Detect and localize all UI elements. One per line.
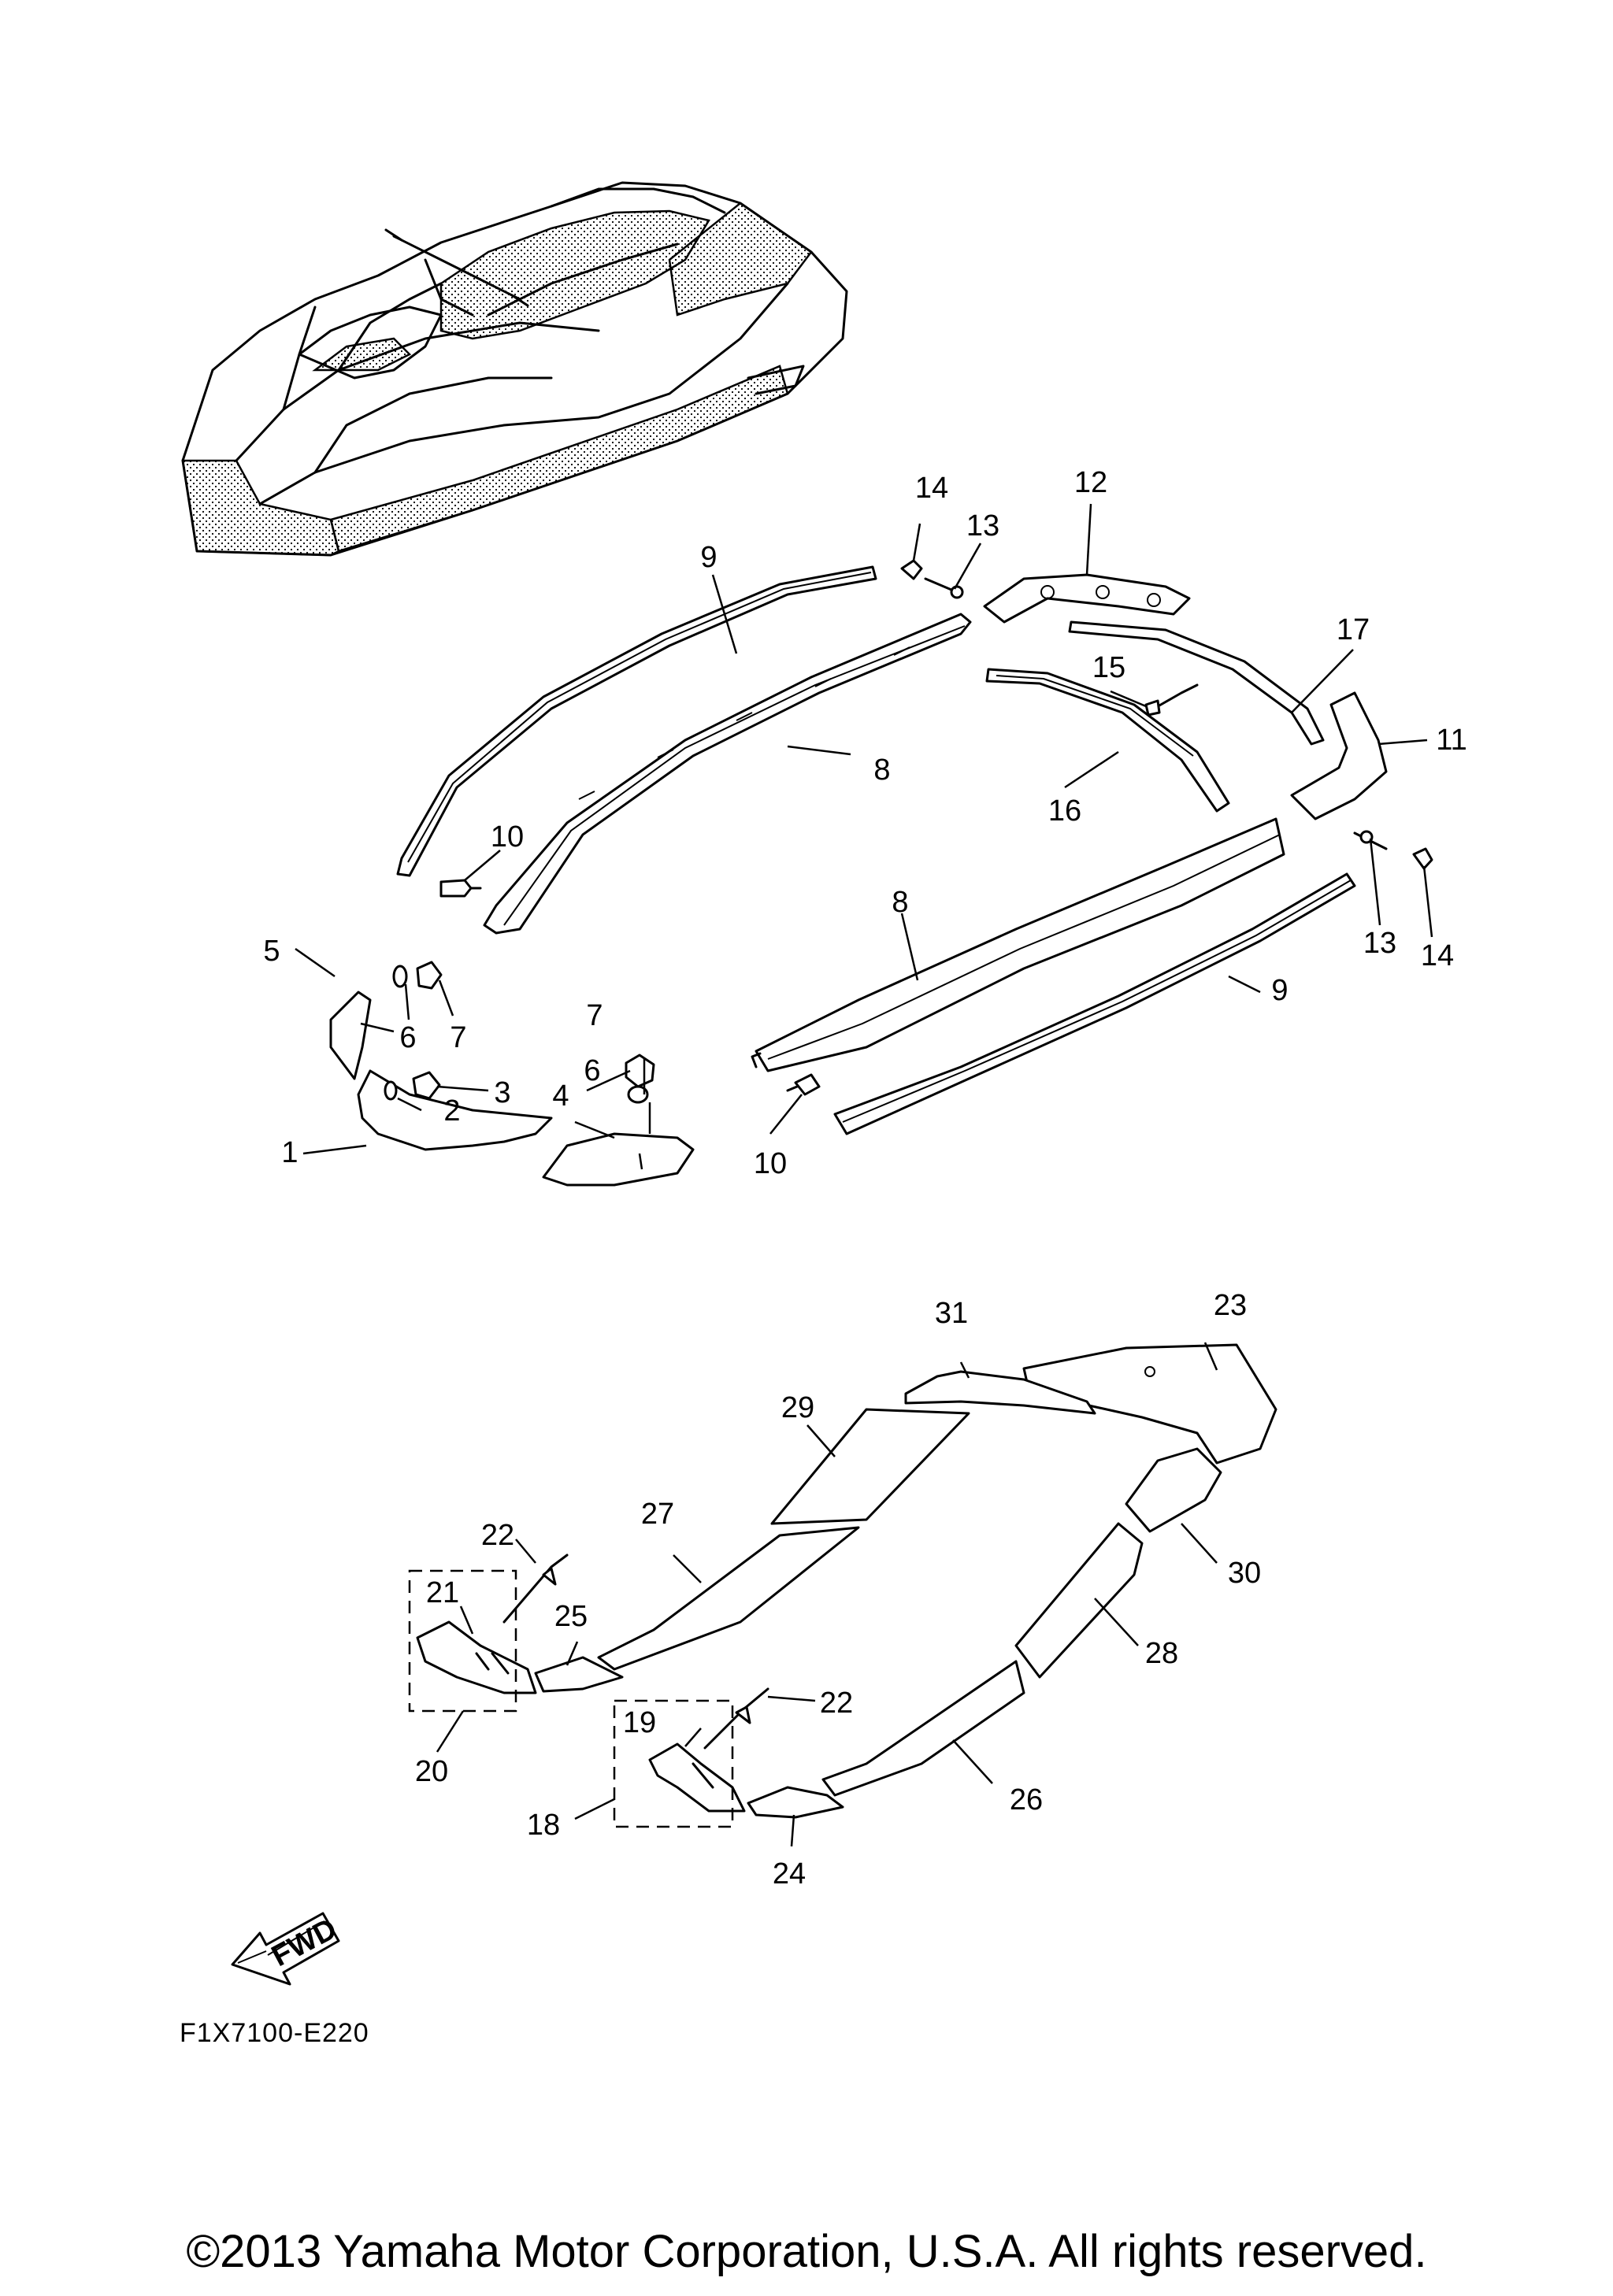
part-17-rear-rail — [1068, 620, 1325, 746]
callout-18: 18 — [527, 1809, 560, 1842]
part-13-upper-pin — [924, 577, 964, 599]
callout-2: 2 — [443, 1094, 460, 1128]
part-10-upper-screw — [439, 879, 482, 898]
part-8-upper-gunwale-channel — [483, 613, 972, 935]
callout-26: 26 — [1010, 1783, 1043, 1816]
callout-16: 16 — [1048, 794, 1081, 828]
part-16-rear-channel — [985, 668, 1230, 813]
callout-3: 3 — [494, 1076, 510, 1109]
callout-22b: 22 — [820, 1687, 853, 1720]
part-15-rear-screw — [1144, 683, 1199, 717]
callout-6b: 6 — [584, 1054, 600, 1087]
callout-28: 28 — [1145, 1637, 1178, 1670]
callout-1: 1 — [281, 1136, 298, 1169]
callout-9b: 9 — [1271, 974, 1288, 1007]
part-9-lower-gunwale-rail — [833, 872, 1356, 1135]
part-10-lower-screw — [786, 1073, 821, 1096]
callout-31: 31 — [935, 1297, 968, 1330]
callout-20: 20 — [415, 1755, 448, 1788]
part-7-nut-upper — [416, 961, 443, 990]
part-21-cleat-left — [416, 1620, 537, 1694]
part-14-lower-cap — [1412, 847, 1433, 870]
part-22-screw-left — [502, 1554, 569, 1624]
lower-leader-lines — [436, 1342, 1218, 1847]
part-22-screw-right — [703, 1687, 769, 1750]
callout-6a: 6 — [399, 1021, 416, 1054]
callout-17: 17 — [1337, 613, 1370, 646]
part-2-washer — [384, 1080, 398, 1101]
callout-5: 5 — [263, 935, 280, 968]
callout-13a: 13 — [966, 509, 999, 543]
part-7-nut-lower — [625, 1054, 655, 1088]
part-14-upper-cap — [900, 559, 923, 580]
diagram-code: F1X7100-E220 — [180, 2018, 369, 2048]
callout-15: 15 — [1092, 651, 1125, 684]
copyright-notice: ©2013 Yamaha Motor Corporation, U.S.A. A… — [186, 2226, 1427, 2277]
part-11-rear-corner-cover — [1290, 691, 1388, 820]
part-19-cleat-right — [648, 1742, 746, 1813]
part-5-side-cover — [329, 991, 372, 1080]
callout-30: 30 — [1228, 1557, 1261, 1590]
callout-22a: 22 — [481, 1519, 514, 1552]
callout-7b: 7 — [586, 999, 603, 1032]
callout-25: 25 — [554, 1600, 588, 1633]
callout-10b: 10 — [754, 1147, 787, 1180]
part-6-washer-upper — [392, 965, 408, 988]
callout-10a: 10 — [491, 820, 524, 854]
part-24-bow-mat-right — [747, 1786, 844, 1819]
part-3-nut — [412, 1071, 441, 1100]
callout-27: 27 — [641, 1498, 674, 1531]
part-27-side-mat-front-left — [597, 1526, 860, 1671]
part-25-bow-mat-left — [534, 1656, 624, 1693]
callout-19: 19 — [623, 1706, 656, 1739]
callout-14a: 14 — [915, 472, 948, 505]
callout-14b: 14 — [1421, 939, 1454, 972]
callout-23: 23 — [1214, 1289, 1247, 1322]
watercraft-illustration — [181, 181, 848, 557]
part-30-side-mat-rear-right — [1125, 1447, 1222, 1533]
upper-leader-lines — [295, 503, 1433, 1170]
callout-9a: 9 — [700, 541, 717, 574]
callout-13b: 13 — [1363, 927, 1396, 960]
part-29-side-mat-rear-left — [770, 1408, 970, 1525]
part-31-rear-mat-strip — [904, 1370, 1096, 1415]
callout-11: 11 — [1436, 724, 1467, 757]
part-9-upper-gunwale-rail — [396, 565, 877, 877]
callout-8b: 8 — [892, 886, 908, 919]
part-12-rear-corner-bracket — [983, 573, 1191, 624]
callout-7a: 7 — [450, 1021, 466, 1054]
part-1-bow-garnish — [357, 1069, 553, 1151]
part-26-side-mat-bow-right — [821, 1660, 1025, 1797]
callout-21: 21 — [426, 1576, 459, 1609]
part-20-kit-box — [408, 1569, 517, 1713]
part-4-side-cover-lower — [542, 1132, 695, 1187]
forward-direction-arrow: FWD — [231, 1912, 342, 1986]
callout-4: 4 — [552, 1079, 569, 1113]
callout-8a: 8 — [873, 754, 890, 787]
callout-12: 12 — [1074, 466, 1107, 499]
callout-labels: 1 2 3 4 5 6 6 7 7 8 8 9 9 10 10 11 12 13… — [263, 466, 1467, 1890]
callout-29: 29 — [781, 1391, 814, 1424]
part-28-side-mat-front-right — [1014, 1522, 1144, 1679]
callout-24: 24 — [773, 1857, 806, 1890]
fwd-label: FWD — [266, 1913, 342, 1974]
part-8-lower-gunwale-channel — [751, 817, 1285, 1072]
